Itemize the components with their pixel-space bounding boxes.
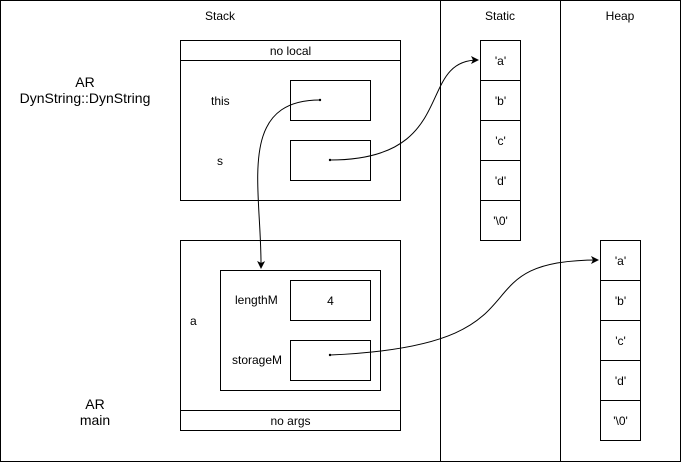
static-char-cell: 'a' (480, 40, 521, 81)
static-char-cell: '\0' (480, 200, 521, 241)
ctor-frame-header: no local (269, 43, 312, 58)
s-pointer-arrow (329, 56, 479, 161)
s-pointer-origin (328, 158, 332, 162)
main-frame-divider (180, 410, 401, 411)
heap-array: 'a' 'b' 'c' 'd' '\0' (600, 240, 641, 441)
ctor-ar-line2: DynString::DynString (19, 90, 151, 106)
lengthM-label: lengthM (235, 293, 278, 307)
static-divider (440, 0, 441, 462)
ctor-frame-divider (180, 60, 401, 61)
stack-header: Stack (204, 9, 235, 23)
static-header: Static (484, 9, 515, 23)
main-ar-line1: AR (85, 396, 105, 412)
storageM-pointer-arrow (329, 256, 599, 356)
heap-char-cell: 'd' (600, 360, 641, 401)
heap-char-cell: '\0' (600, 400, 641, 441)
ctor-ar-line1: AR (75, 74, 95, 90)
a-label: a (190, 314, 197, 328)
storageM-cell (290, 340, 371, 381)
main-frame-footer: no args (270, 413, 311, 428)
this-cell (290, 80, 371, 121)
storageM-pointer-origin (328, 353, 332, 357)
this-pointer-origin (318, 98, 322, 102)
static-array: 'a' 'b' 'c' 'd' '\0' (480, 40, 521, 241)
main-ar-label: AR main (40, 396, 150, 428)
ctor-ar-label: AR DynString::DynString (10, 74, 160, 106)
lengthM-cell: 4 (290, 280, 371, 321)
heap-header: Heap (605, 9, 635, 23)
static-char-cell: 'd' (480, 160, 521, 201)
heap-char-cell: 'a' (600, 240, 641, 281)
heap-divider (560, 0, 561, 462)
storageM-label: storageM (232, 353, 283, 367)
static-char-cell: 'b' (480, 80, 521, 121)
this-pointer-arrow (257, 99, 321, 269)
this-label: this (211, 94, 230, 108)
main-ar-line2: main (79, 412, 111, 428)
heap-char-cell: 'b' (600, 280, 641, 321)
s-label: s (217, 154, 223, 168)
